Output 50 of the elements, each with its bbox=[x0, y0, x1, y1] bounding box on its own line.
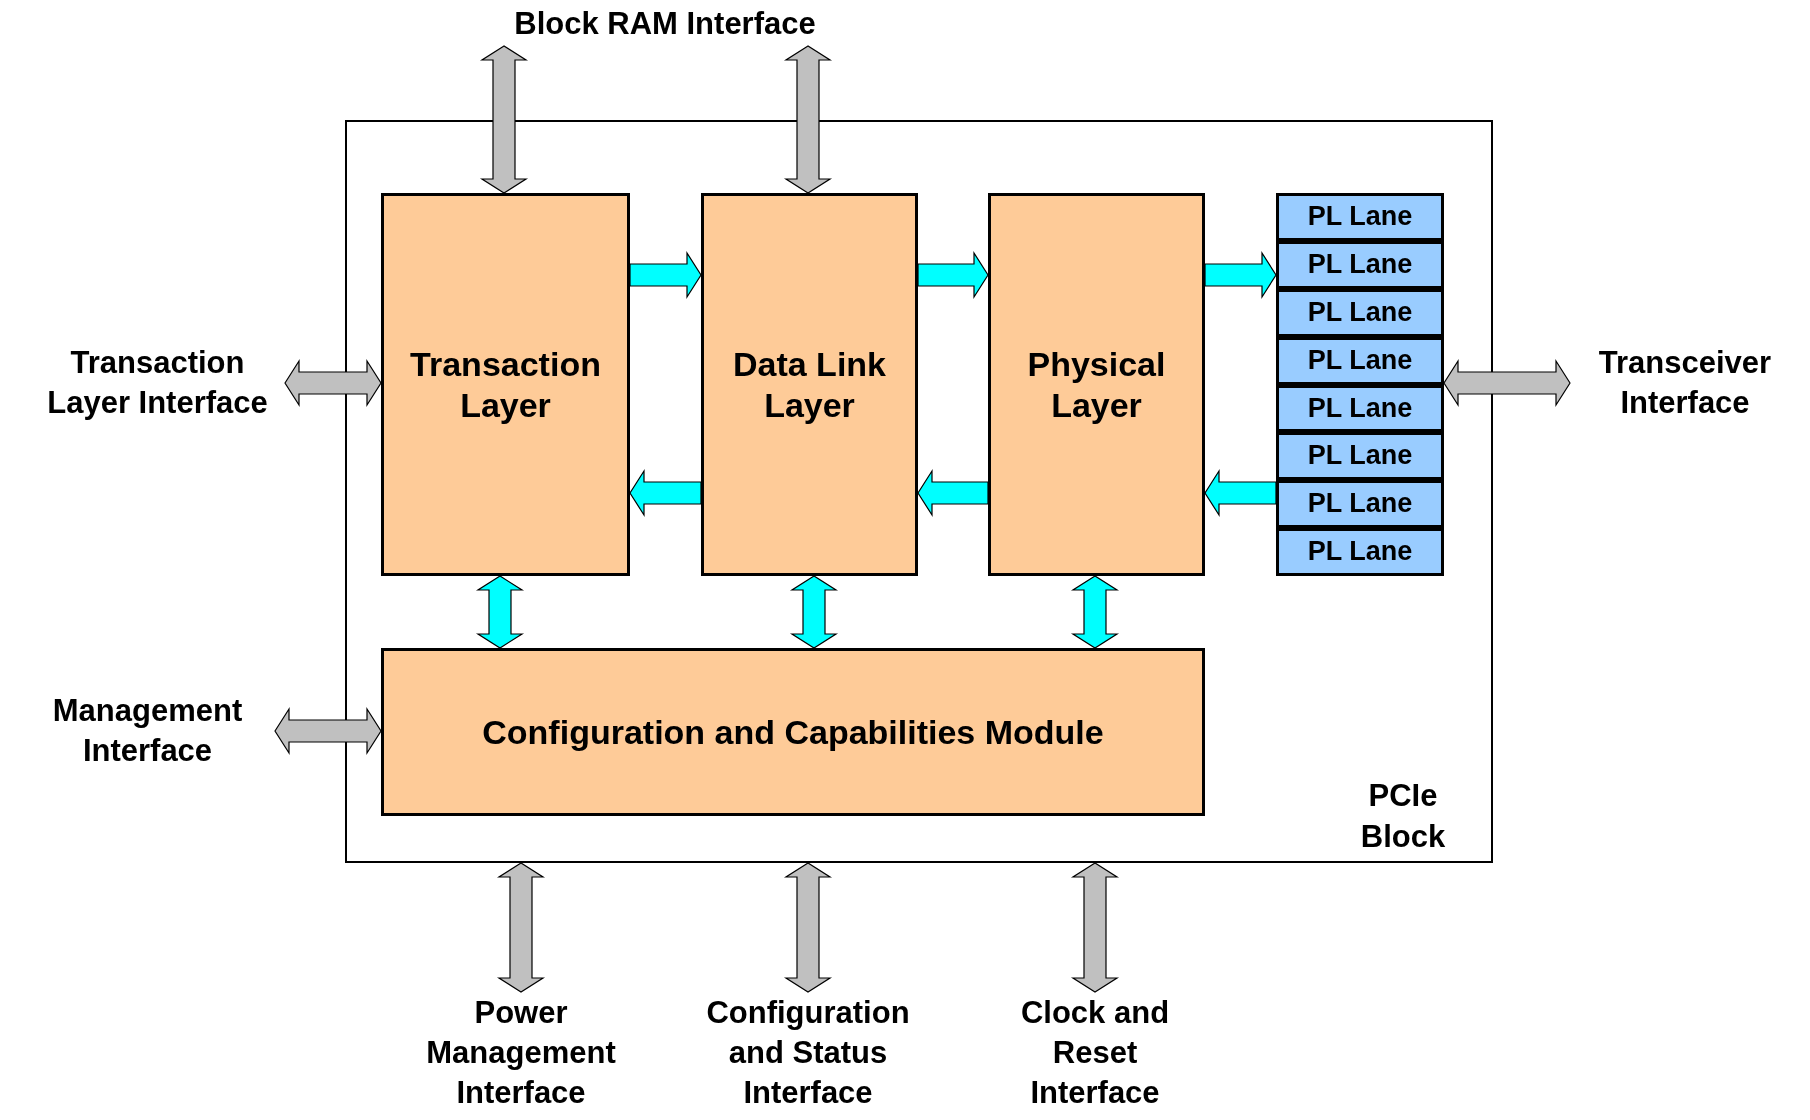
block-arrow bbox=[1204, 468, 1277, 518]
block-arrow bbox=[284, 358, 382, 408]
block-label: PCIe Block bbox=[1359, 777, 1447, 856]
block-arrow bbox=[783, 45, 833, 194]
lane-name: PL Lane bbox=[1307, 248, 1413, 281]
lane-name: PL Lane bbox=[1307, 392, 1413, 425]
lane-name: PL Lane bbox=[1307, 344, 1413, 377]
block-arrow bbox=[479, 45, 529, 194]
layer-name: Data Link Layer bbox=[731, 344, 887, 425]
layer-box bbox=[381, 193, 630, 576]
block-arrow bbox=[783, 862, 833, 993]
lane-name: PL Lane bbox=[1307, 536, 1413, 568]
block-arrow bbox=[1204, 250, 1277, 300]
interface-label: Management Interface bbox=[20, 683, 275, 779]
block-arrow bbox=[1443, 358, 1571, 408]
interface-label: Clock and Reset Interface bbox=[995, 992, 1195, 1114]
interface-label: Configuration and Status Interface bbox=[678, 992, 938, 1114]
lane-name: PL Lane bbox=[1307, 201, 1413, 233]
block-arrow bbox=[917, 250, 989, 300]
block-arrow bbox=[274, 706, 382, 756]
block-arrow bbox=[475, 575, 525, 649]
module-box bbox=[381, 648, 1205, 816]
lane-box bbox=[1276, 528, 1444, 576]
interface-label: Block RAM Interface bbox=[470, 2, 860, 46]
interface-label: Transaction Layer Interface bbox=[30, 335, 285, 431]
lane-box bbox=[1276, 480, 1444, 529]
layer-box bbox=[988, 193, 1205, 576]
lane-box bbox=[1276, 336, 1444, 385]
block-arrow bbox=[629, 250, 702, 300]
lane-name: PL Lane bbox=[1307, 440, 1413, 473]
lane-name: PL Lane bbox=[1307, 296, 1413, 329]
lane-box bbox=[1276, 240, 1444, 289]
block-arrow bbox=[789, 575, 839, 649]
block-arrow bbox=[629, 468, 702, 518]
lane-box bbox=[1276, 193, 1444, 241]
lane-box bbox=[1276, 288, 1444, 337]
layer-name: Physical Layer bbox=[1026, 344, 1167, 425]
block-arrow bbox=[917, 468, 989, 518]
lane-box bbox=[1276, 384, 1444, 433]
interface-label: Power Management Interface bbox=[396, 992, 646, 1114]
block-arrow bbox=[1070, 862, 1120, 993]
layer-name: Configuration and Capabilities Module bbox=[482, 711, 1104, 753]
lane-name: PL Lane bbox=[1307, 488, 1413, 521]
block-arrow bbox=[496, 862, 546, 993]
lane-box bbox=[1276, 432, 1444, 481]
layer-name: Transaction Layer bbox=[409, 344, 602, 425]
block-outline bbox=[345, 120, 1493, 863]
layer-box bbox=[701, 193, 918, 576]
block-arrow bbox=[1070, 575, 1120, 649]
interface-label: Transceiver Interface bbox=[1570, 335, 1800, 431]
